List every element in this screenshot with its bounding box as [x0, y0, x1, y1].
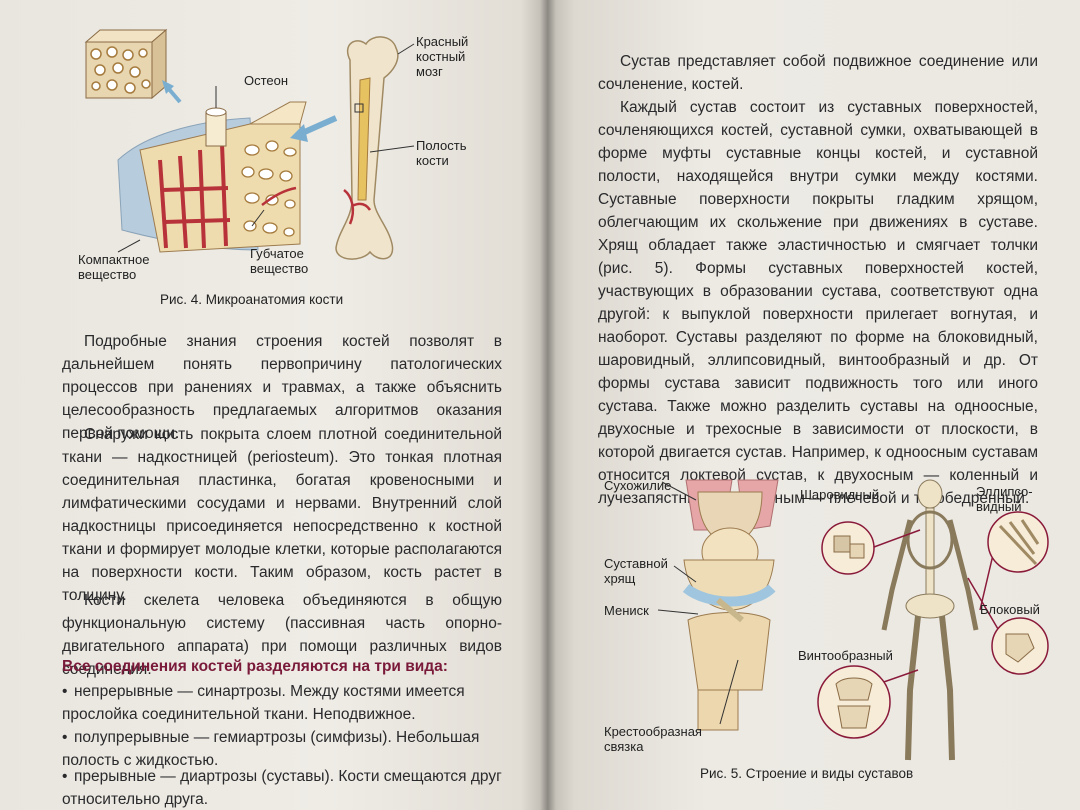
cavity-label: Полость кости [416, 138, 467, 168]
right-paragraph-2: Каждый сустав состоит из суставных повер… [598, 99, 1038, 507]
ellipsoid-joint-label: Эллипсо- видный [976, 484, 1033, 514]
bullet-dot: • [62, 768, 68, 785]
ellipsoid-joint-inset [987, 511, 1049, 573]
left-paragraph-3: Кости скелета человека объединяются в об… [62, 592, 502, 678]
screw-joint-label: Винтообразный [798, 648, 893, 663]
osteon-label: Остеон [244, 73, 289, 88]
figure5-caption: Рис. 5. Строение и виды суставов [700, 766, 914, 781]
bone-microanatomy-figure [84, 28, 415, 260]
bullet-text-3: прерывные — диартрозы (суставы). Кости с… [62, 768, 502, 808]
bullet-text-2: полупрерывные — гемиартрозы (симфизы). Н… [62, 729, 480, 769]
left-paragraph-2: Снаружи кость покрыта слоем плотной соед… [62, 426, 502, 604]
hinge-joint-label: Блоковый [980, 602, 1040, 617]
spongy-bone-inset [84, 28, 168, 100]
compact-label: Компактное вещество [78, 252, 150, 282]
bullet-item-1: •непрерывные — синартрозы. Между костями… [62, 680, 502, 726]
bold-statement: Все соединения костей разделяются на три… [62, 658, 448, 675]
left-paragraph-1: Подробные знания строения костей позволя… [62, 333, 502, 442]
compact-bone-block [139, 101, 307, 253]
knee-joint-illustration [682, 479, 779, 731]
ball-joint-label: Шаровидный [800, 487, 880, 502]
right-paragraph-1: Сустав представляет собой подвижное соед… [598, 53, 1038, 93]
bullet-text-1: непрерывные — синартрозы. Между костями … [62, 683, 465, 723]
bullet-dot: • [62, 683, 68, 700]
bullet-dot: • [62, 729, 68, 746]
right-page: Сустав представляет собой подвижное соед… [548, 0, 1080, 810]
figure4-caption: Рис. 4. Микроанатомия кости [160, 292, 344, 307]
skeleton-illustration [881, 479, 979, 761]
meniscus-label: Мениск [604, 603, 649, 618]
ligament-label: Крестообразная связка [604, 724, 702, 754]
cartilage-label: Суставной хрящ [604, 556, 668, 586]
bullet-item-3: •прерывные — диартрозы (суставы). Кости … [62, 765, 502, 810]
femur-illustration [335, 36, 399, 260]
left-page: Остеон Красный костный мозг Полость кост… [0, 0, 548, 810]
spongy-label: Губчатое вещество [250, 246, 309, 276]
tendon-label: Сухожилие [604, 478, 672, 493]
joints-figure [657, 479, 1049, 761]
book-gutter [540, 0, 556, 810]
marrow-label: Красный костный мозг [416, 34, 469, 79]
bullet-item-2: •полупрерывные — гемиартрозы (симфизы). … [62, 726, 502, 772]
